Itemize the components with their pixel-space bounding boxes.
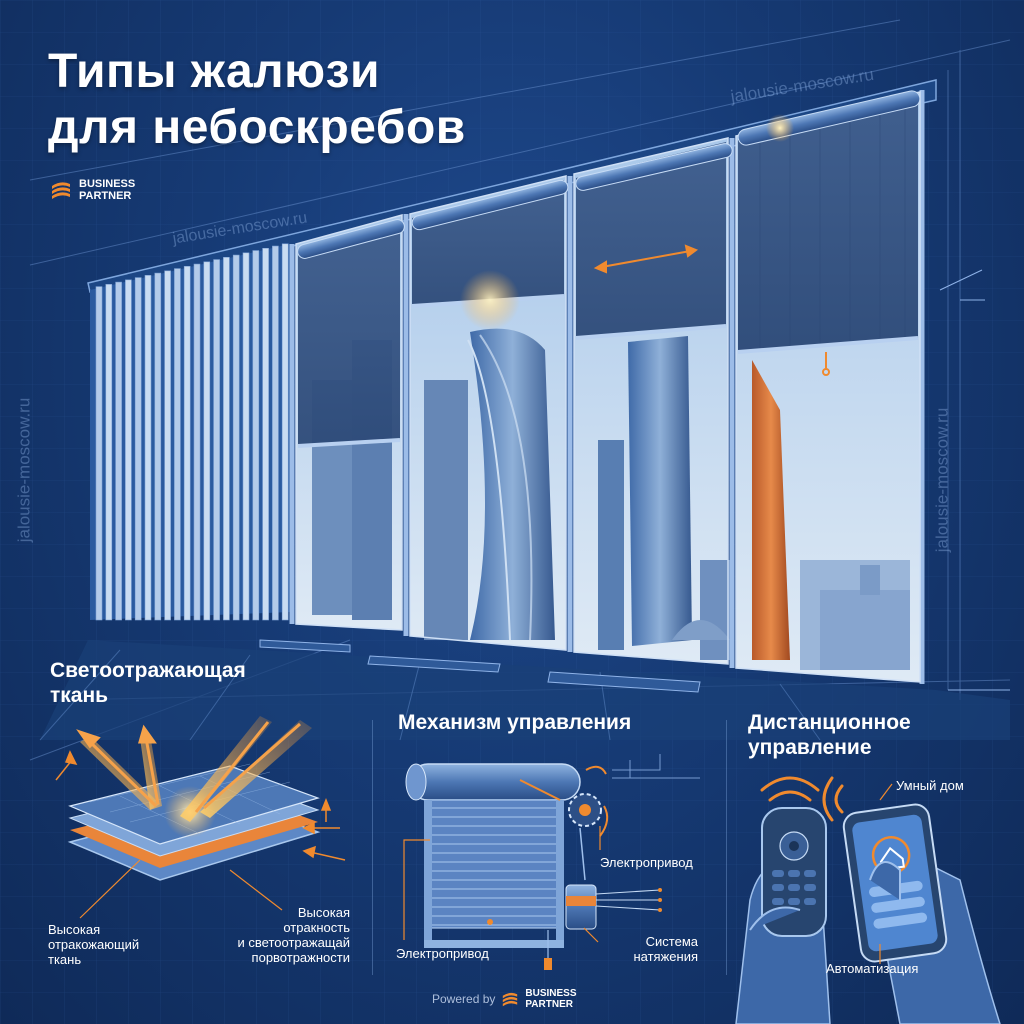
blind-slat [232,254,240,621]
label-line: и светоотражащай [237,935,350,950]
blind-slat [252,250,260,621]
blind-slat [105,284,113,621]
label-line: порвотражности [251,950,350,965]
brand-name: BUSINESS PARTNER [525,988,576,1010]
brand-line: BUSINESS [525,988,577,999]
powered-by-text: Powered by [432,992,496,1006]
brand-mark-icon [503,992,518,1007]
blind-slat [272,245,279,621]
label-automation: Автоматизация [826,961,919,976]
blind-slat [144,275,152,621]
brand-name: BUSINESS PARTNER [79,178,135,202]
title-line: Типы жалюзи [48,45,380,98]
label-fabric-right: Высокая отракность и светоотражащай порв… [190,905,350,965]
label-line: натяжения [633,949,698,964]
section-title-line: Светоотражающая [50,659,246,682]
blind-slat [154,272,162,621]
label-motor-top: Электропривод [600,855,693,870]
label-smart-home: Умный дом [896,778,964,793]
blind-slat [262,248,269,621]
blind-slat [164,270,171,621]
page-title: Типы жалюзи для небоскребов [48,44,466,156]
label-line: отракожающий [48,937,140,952]
label-line: ткань [48,952,82,967]
section-title-remote-control: Дистанционное управление [748,710,911,760]
blind-slat [193,263,201,621]
blind-slat [115,281,122,621]
blind-slat [213,259,220,621]
blind-slat [281,243,289,621]
blind-slat [95,286,103,621]
label-motor-bottom: Электропривод [396,946,489,961]
watermark: jalousie-moscow.ru [14,397,34,543]
title-line: для небоскребов [48,101,466,154]
brand-mark-icon [52,182,70,199]
blind-slat [174,268,181,621]
blind-slat [134,277,142,621]
blind-slat [223,257,230,621]
blind-slat [203,261,211,621]
label-tension-system: Система натяжения [600,934,698,964]
brand-line: PARTNER [79,190,132,202]
section-title-line: ткань [50,684,109,707]
watermark: jalousie-moscow.ru [932,407,952,553]
divider [372,720,373,975]
label-fabric-left: Высокая отракожающий ткань [48,922,139,967]
section-title-reflective-fabric: Светоотражающая ткань [50,658,246,708]
brand-logo: BUSINESS PARTNER [50,178,135,202]
section-title-mechanism: Механизм управления [398,711,632,734]
label-line: отракность [283,920,350,935]
blind-slat [242,252,250,621]
brand-line: BUSINESS [79,178,136,190]
label-line: Высокая [297,905,350,920]
blind-slat [125,279,132,621]
section-title-line: управление [748,736,872,759]
section-title-line: Дистанционное [748,711,911,734]
label-line: Система [645,934,698,949]
footer: Powered by BUSINESS PARTNER [432,988,577,1010]
label-line: Высокая [48,922,101,937]
blind-slat [183,266,191,621]
divider [726,720,727,975]
brand-line: PARTNER [525,999,573,1010]
